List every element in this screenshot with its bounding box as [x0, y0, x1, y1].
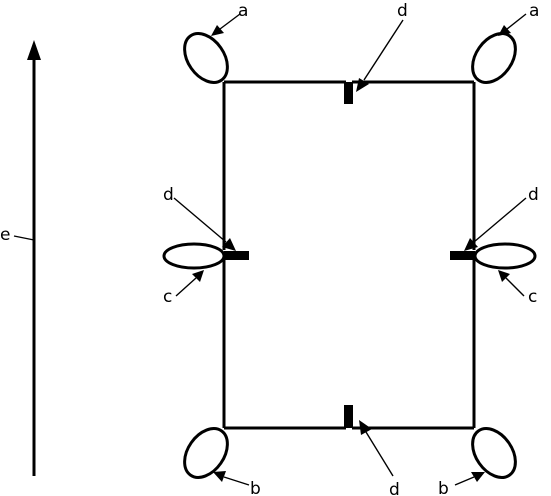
label-b-left: b — [250, 479, 261, 496]
label-e: e — [0, 225, 10, 245]
label-a-left: a — [238, 1, 248, 21]
leader-c-left — [175, 270, 204, 297]
component-c-right — [473, 242, 537, 270]
label-a-right: a — [529, 1, 539, 21]
leader-b-left — [213, 471, 250, 486]
label-d-top: d — [397, 1, 408, 21]
component-c-left — [162, 242, 226, 270]
label-d-left: d — [163, 185, 174, 205]
leader-b-right — [454, 472, 485, 486]
component-d-bottom — [344, 405, 353, 428]
component-a-left — [183, 32, 229, 84]
leader-a-right — [498, 13, 527, 36]
component-a-right — [471, 32, 517, 84]
leader-a-left — [211, 13, 241, 36]
leader-d-left — [173, 197, 236, 251]
leader-d-right — [464, 197, 527, 251]
component-b-right — [471, 427, 517, 479]
component-d-top — [344, 82, 353, 104]
arrow-e-head — [27, 40, 41, 60]
label-c-left: c — [163, 287, 172, 307]
label-d-right: d — [528, 185, 539, 205]
label-d-bottom: d — [389, 480, 400, 496]
label-b-right: b — [438, 479, 449, 496]
arrow-e: e — [0, 40, 41, 476]
leader-e — [13, 235, 35, 241]
leader-d-top — [356, 19, 404, 92]
component-d-right — [450, 251, 475, 260]
component-d-left — [224, 251, 249, 260]
component-b-left — [183, 427, 229, 479]
leader-c-right — [498, 270, 525, 297]
frame — [222, 80, 476, 430]
leader-d-bottom — [359, 420, 394, 477]
label-c-right: c — [528, 287, 537, 307]
